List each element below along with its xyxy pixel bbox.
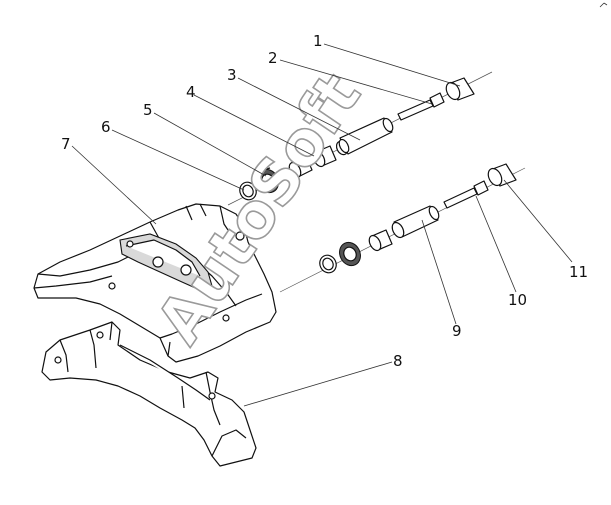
leader-line-6 (111, 129, 245, 191)
leader-line-3 (237, 77, 361, 141)
leader-line-9 (421, 219, 457, 325)
leader-line-11 (503, 179, 573, 263)
caliper-housing-part (33, 203, 277, 363)
callout-7: 7 (61, 135, 71, 153)
corner-mark (599, 2, 608, 8)
lower-bolt-part-10 (443, 180, 489, 209)
lower-boot (339, 241, 361, 267)
leader-line-8 (243, 361, 393, 407)
callout-10: 10 (508, 291, 527, 309)
lower-cap-part-11 (487, 163, 517, 187)
callout-8: 8 (393, 352, 403, 370)
callout-5: 5 (143, 101, 153, 119)
leader-line-7 (71, 145, 157, 225)
carrier-bracket-part (41, 321, 257, 467)
lower-sleeve-part-9 (391, 205, 440, 239)
lower-bushing (368, 229, 393, 252)
leader-line-5 (153, 112, 267, 177)
callout-4: 4 (186, 83, 196, 101)
lower-ring (319, 254, 337, 274)
leader-line-1 (323, 43, 461, 87)
sleeve-tube-part-3 (338, 117, 394, 155)
leader-line-2 (279, 59, 433, 105)
callout-2: 2 (268, 49, 278, 67)
callout-1: 1 (313, 32, 323, 50)
callout-9: 9 (452, 322, 462, 340)
guide-bolt-part-2 (397, 92, 445, 121)
callout-3: 3 (227, 66, 237, 84)
thin-ring-part-6 (239, 181, 257, 201)
leader-line-4 (193, 94, 315, 157)
callout-6: 6 (101, 118, 111, 136)
end-cap-part-1 (445, 77, 475, 101)
callout-11: 11 (569, 263, 588, 281)
bellows-boot-part-5 (257, 167, 279, 194)
leader-lines (71, 43, 573, 407)
leader-line-10 (475, 195, 517, 293)
